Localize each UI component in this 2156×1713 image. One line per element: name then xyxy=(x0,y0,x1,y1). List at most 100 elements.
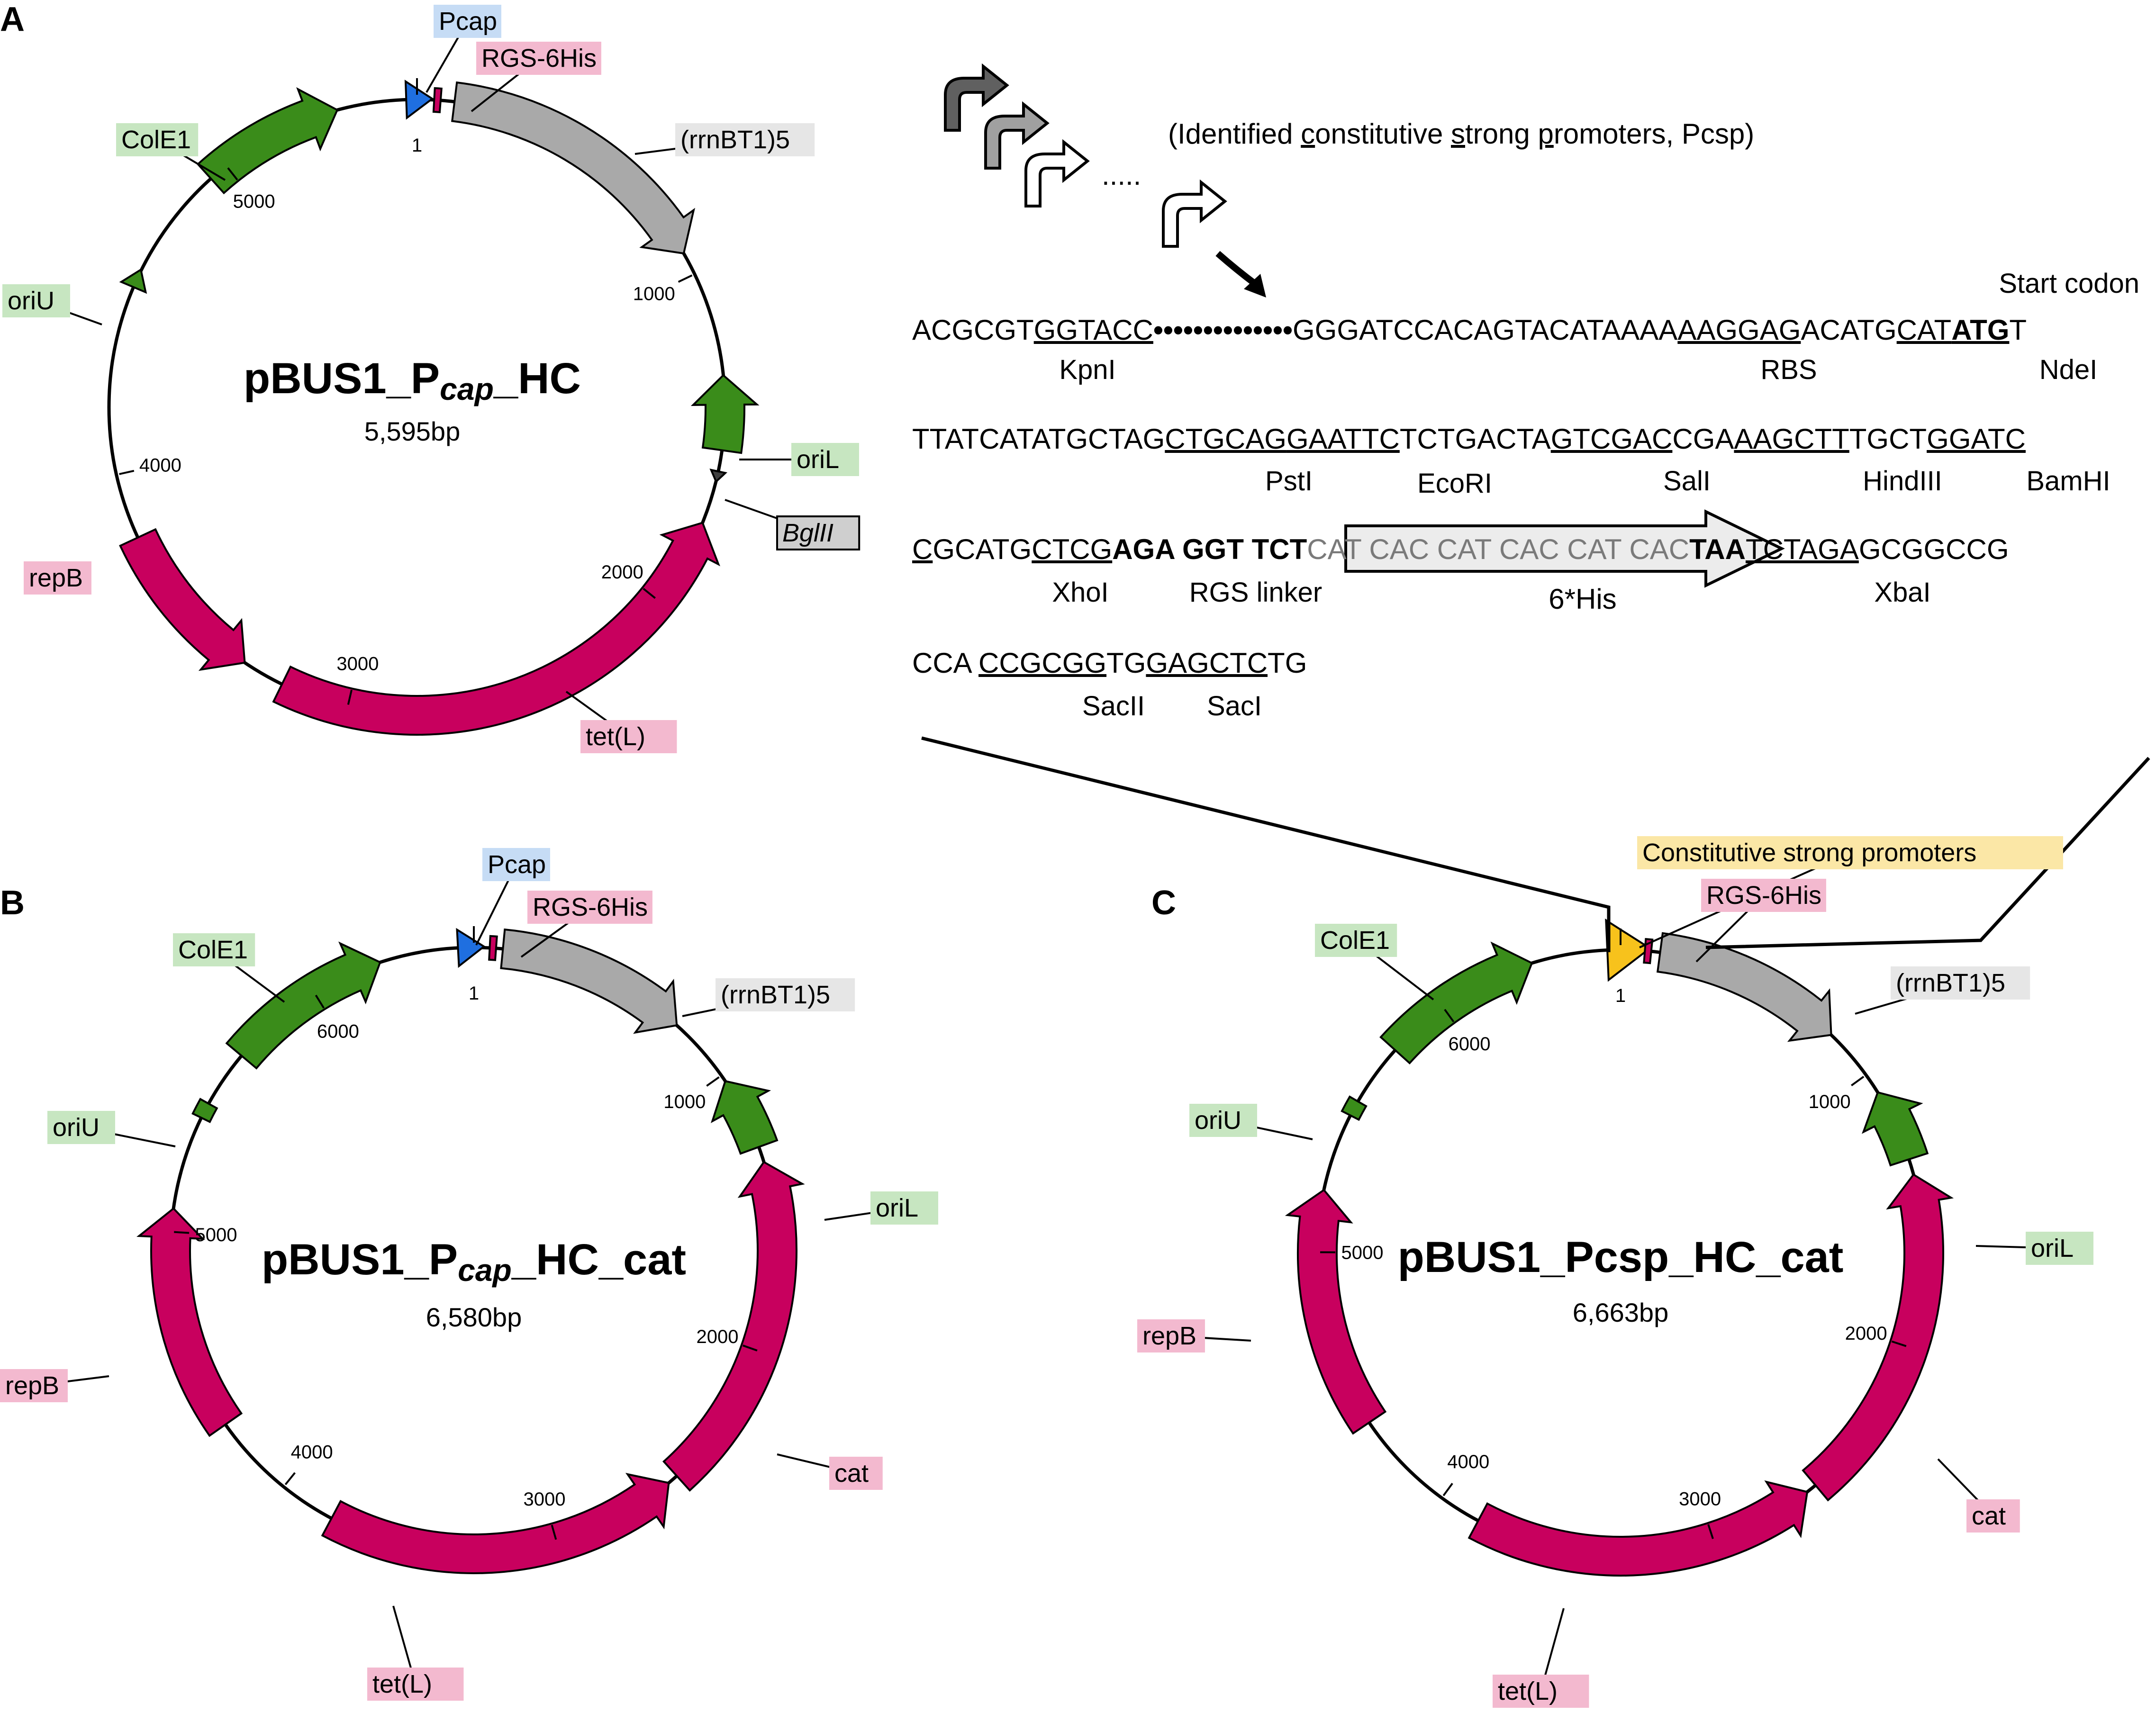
his-tag-label: 6*His xyxy=(1549,583,1616,615)
promoter-icon xyxy=(944,63,1009,132)
zoom-line-right xyxy=(1705,757,2150,949)
tick-label: 3000 xyxy=(1679,1489,1721,1510)
sequence-line: TTATCATATGCTAGCTGCAGGAATTCTCTGACTAGTCGAC… xyxy=(912,423,2026,455)
origin-label: 1 xyxy=(1615,985,1626,1006)
sequence-segment: GGGATCCACAGTACATAAAA xyxy=(1293,314,1677,346)
feature-label: cat xyxy=(834,1459,869,1488)
label-background xyxy=(0,1369,68,1402)
sequence-segment: AAGCTT xyxy=(1734,423,1849,455)
cole1-arrow xyxy=(196,87,339,195)
sequence-segment: AAGGAG xyxy=(1677,314,1801,346)
sequence-segment: CCGCGG xyxy=(978,647,1106,679)
ellipsis-dots: ..... xyxy=(1102,159,1141,191)
label-background xyxy=(2,284,70,317)
sequence-segment: TGCT xyxy=(1849,423,1927,455)
feature-arrows-a xyxy=(119,80,760,736)
site-label: SacII xyxy=(1082,691,1145,721)
sequence-segment: C xyxy=(912,533,933,565)
oril-arrow xyxy=(690,374,760,454)
oril-arrow xyxy=(710,1080,779,1155)
sequence-segment: CCA xyxy=(912,647,978,679)
site-label: HindIII xyxy=(1863,466,1942,496)
label-background xyxy=(527,891,652,924)
tick-label: 4000 xyxy=(1447,1452,1489,1472)
tick-label: 6000 xyxy=(317,1021,359,1042)
site-label: NdeI xyxy=(2039,354,2098,385)
repb-arrow xyxy=(1285,1189,1387,1435)
label-background xyxy=(1966,1499,2020,1533)
site-label: RBS xyxy=(1760,354,1817,385)
site-label: SalI xyxy=(1663,466,1711,496)
label-background xyxy=(1701,879,1826,912)
sequence-segment: GAGCTC xyxy=(1146,647,1268,679)
insertion-pointer-arrow xyxy=(1215,251,1258,287)
tick-mark xyxy=(284,1472,296,1486)
sequence-segment: CGA xyxy=(1672,423,1734,455)
label-background xyxy=(1493,1675,1589,1708)
feature-label: ColE1 xyxy=(178,936,248,964)
tick-label: 1000 xyxy=(663,1091,706,1112)
label-background xyxy=(434,5,501,38)
label-background xyxy=(580,720,677,753)
plasmid-name-c: pBUS1_Pcsp_HC_cat xyxy=(1398,1233,1844,1281)
tick-label: 4000 xyxy=(139,455,181,476)
tick-mark xyxy=(1444,1009,1455,1023)
site-label: XbaI xyxy=(1874,577,1930,608)
sequence-segment: CTCG xyxy=(1032,533,1112,565)
tick-mark xyxy=(1891,1340,1907,1347)
label-background xyxy=(116,123,199,156)
label-background xyxy=(1189,1104,1257,1137)
feature-label: ColE1 xyxy=(1320,926,1390,955)
feature-label: ColE1 xyxy=(121,126,191,154)
sequence-segment: GTCGAC xyxy=(1551,423,1673,455)
promoter-pcap-arrow xyxy=(456,928,486,968)
repb-arrow xyxy=(136,1207,243,1437)
cat-arrow xyxy=(1802,1173,1954,1502)
label-background xyxy=(829,1457,883,1490)
feature-label: Pcap xyxy=(439,7,497,36)
feature-arrows-c xyxy=(1285,918,1954,1577)
cat-arrow xyxy=(662,1161,805,1492)
feature-label: repB xyxy=(29,564,83,592)
his-tag-arrow xyxy=(1344,509,1785,588)
feature-label: oriL xyxy=(876,1194,918,1222)
tick-mark xyxy=(315,994,325,1009)
promoter-caption: (Identified constitutive strong promoter… xyxy=(1168,118,1754,150)
plasmid-size-a: 5,595bp xyxy=(364,416,460,446)
terminator-rrnbt1-arrow xyxy=(451,81,696,255)
sequence-segment: TG xyxy=(1106,647,1146,679)
feature-label: RGS-6His xyxy=(481,44,597,72)
feature-label: oriU xyxy=(1195,1106,1241,1135)
tick-label: 2000 xyxy=(601,562,643,583)
sequence-line: ACGCGTGGTACC••••••••••••••GGGATCCACAGTAC… xyxy=(912,314,2027,346)
label-background xyxy=(1891,966,2030,1000)
promoter-icon xyxy=(1024,139,1090,207)
feature-label: (rrnBT1)5 xyxy=(1896,969,2005,997)
feature-label: tet(L) xyxy=(1498,1677,1558,1705)
feature-label: oriL xyxy=(797,445,839,474)
tick-mark xyxy=(1442,1483,1453,1497)
sequence-segment: GGATC xyxy=(1927,423,2026,455)
tetl-arrow xyxy=(321,1473,670,1574)
tick-mark xyxy=(1707,1524,1714,1539)
label-background xyxy=(791,443,859,476)
bglii-site-marker xyxy=(709,469,728,484)
label-background xyxy=(716,978,855,1011)
label-background xyxy=(1315,924,1397,957)
tick-label: 4000 xyxy=(291,1442,333,1462)
label-background xyxy=(776,515,861,550)
promoter-arrow-icons xyxy=(944,63,1227,248)
label-background xyxy=(173,933,255,966)
promoter-pcap-arrow xyxy=(404,80,434,120)
tetl-arrow xyxy=(1468,1480,1809,1577)
oriu-block xyxy=(191,1098,218,1123)
tick-label: 1000 xyxy=(633,284,675,305)
tetl-arrow xyxy=(272,522,720,736)
tick-mark xyxy=(174,1231,190,1234)
tick-label: 2000 xyxy=(696,1326,738,1347)
